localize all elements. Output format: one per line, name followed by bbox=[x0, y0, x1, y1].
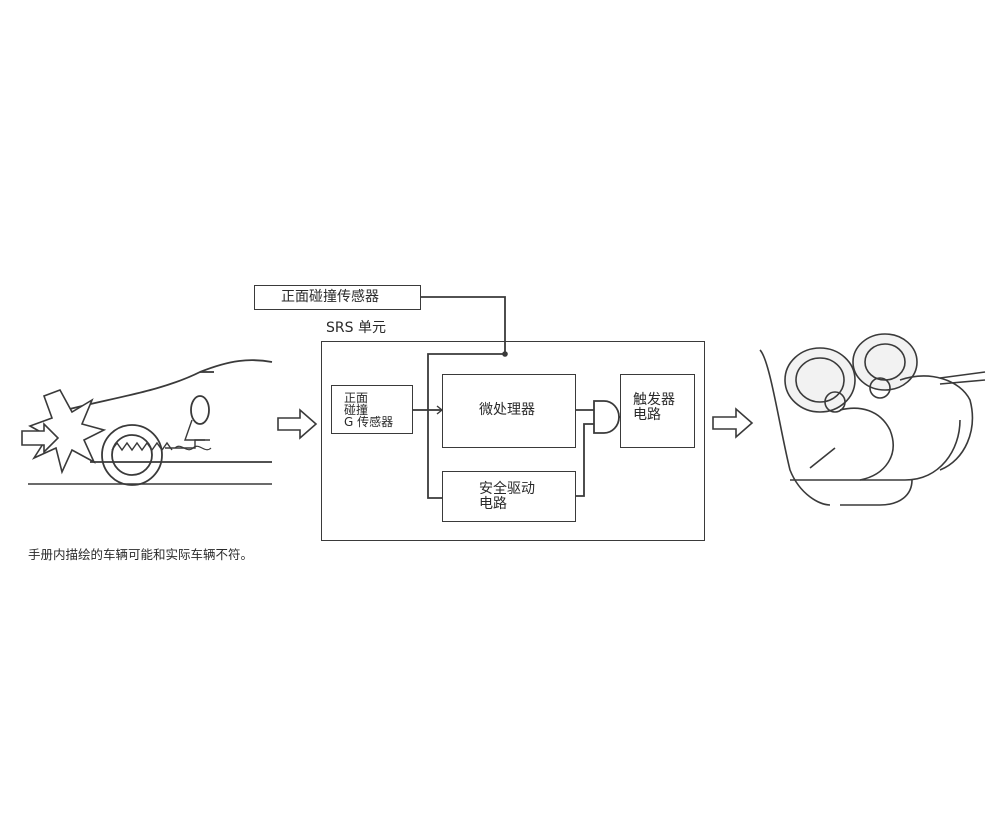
trigger-circuit-box: 触发器 电路 bbox=[620, 374, 695, 448]
trigger-circuit-label: 触发器 电路 bbox=[633, 392, 675, 423]
front-collision-sensor-box: 正面碰撞传感器 bbox=[254, 285, 421, 310]
srs-unit-box bbox=[321, 341, 705, 541]
flow-arrow-icon-1 bbox=[277, 408, 318, 440]
srs-unit-title: SRS 单元 bbox=[326, 320, 386, 336]
front-collision-sensor-label: 正面碰撞传感器 bbox=[281, 289, 379, 305]
airbag-deployed-illustration bbox=[759, 333, 986, 506]
junction-dot bbox=[502, 351, 508, 357]
footnote: 手册内描绘的车辆可能和实际车辆不符。 bbox=[28, 547, 254, 562]
microprocessor-box: 微处理器 bbox=[442, 374, 576, 448]
impact-arrow-icon bbox=[21, 422, 60, 454]
flow-arrow-icon-2 bbox=[712, 407, 754, 439]
car-crash-illustration bbox=[28, 359, 273, 486]
safety-drive-circuit-label: 安全驱动 电路 bbox=[479, 481, 535, 512]
impact-burst-icon bbox=[28, 389, 107, 475]
and-gate-icon bbox=[593, 400, 620, 434]
g-sensor-box: 正面 碰撞 G 传感器 bbox=[331, 385, 413, 434]
safety-drive-circuit-box: 安全驱动 电路 bbox=[442, 471, 576, 522]
wiring bbox=[413, 296, 620, 499]
microprocessor-label: 微处理器 bbox=[479, 402, 535, 418]
g-sensor-label: 正面 碰撞 G 传感器 bbox=[344, 391, 394, 429]
